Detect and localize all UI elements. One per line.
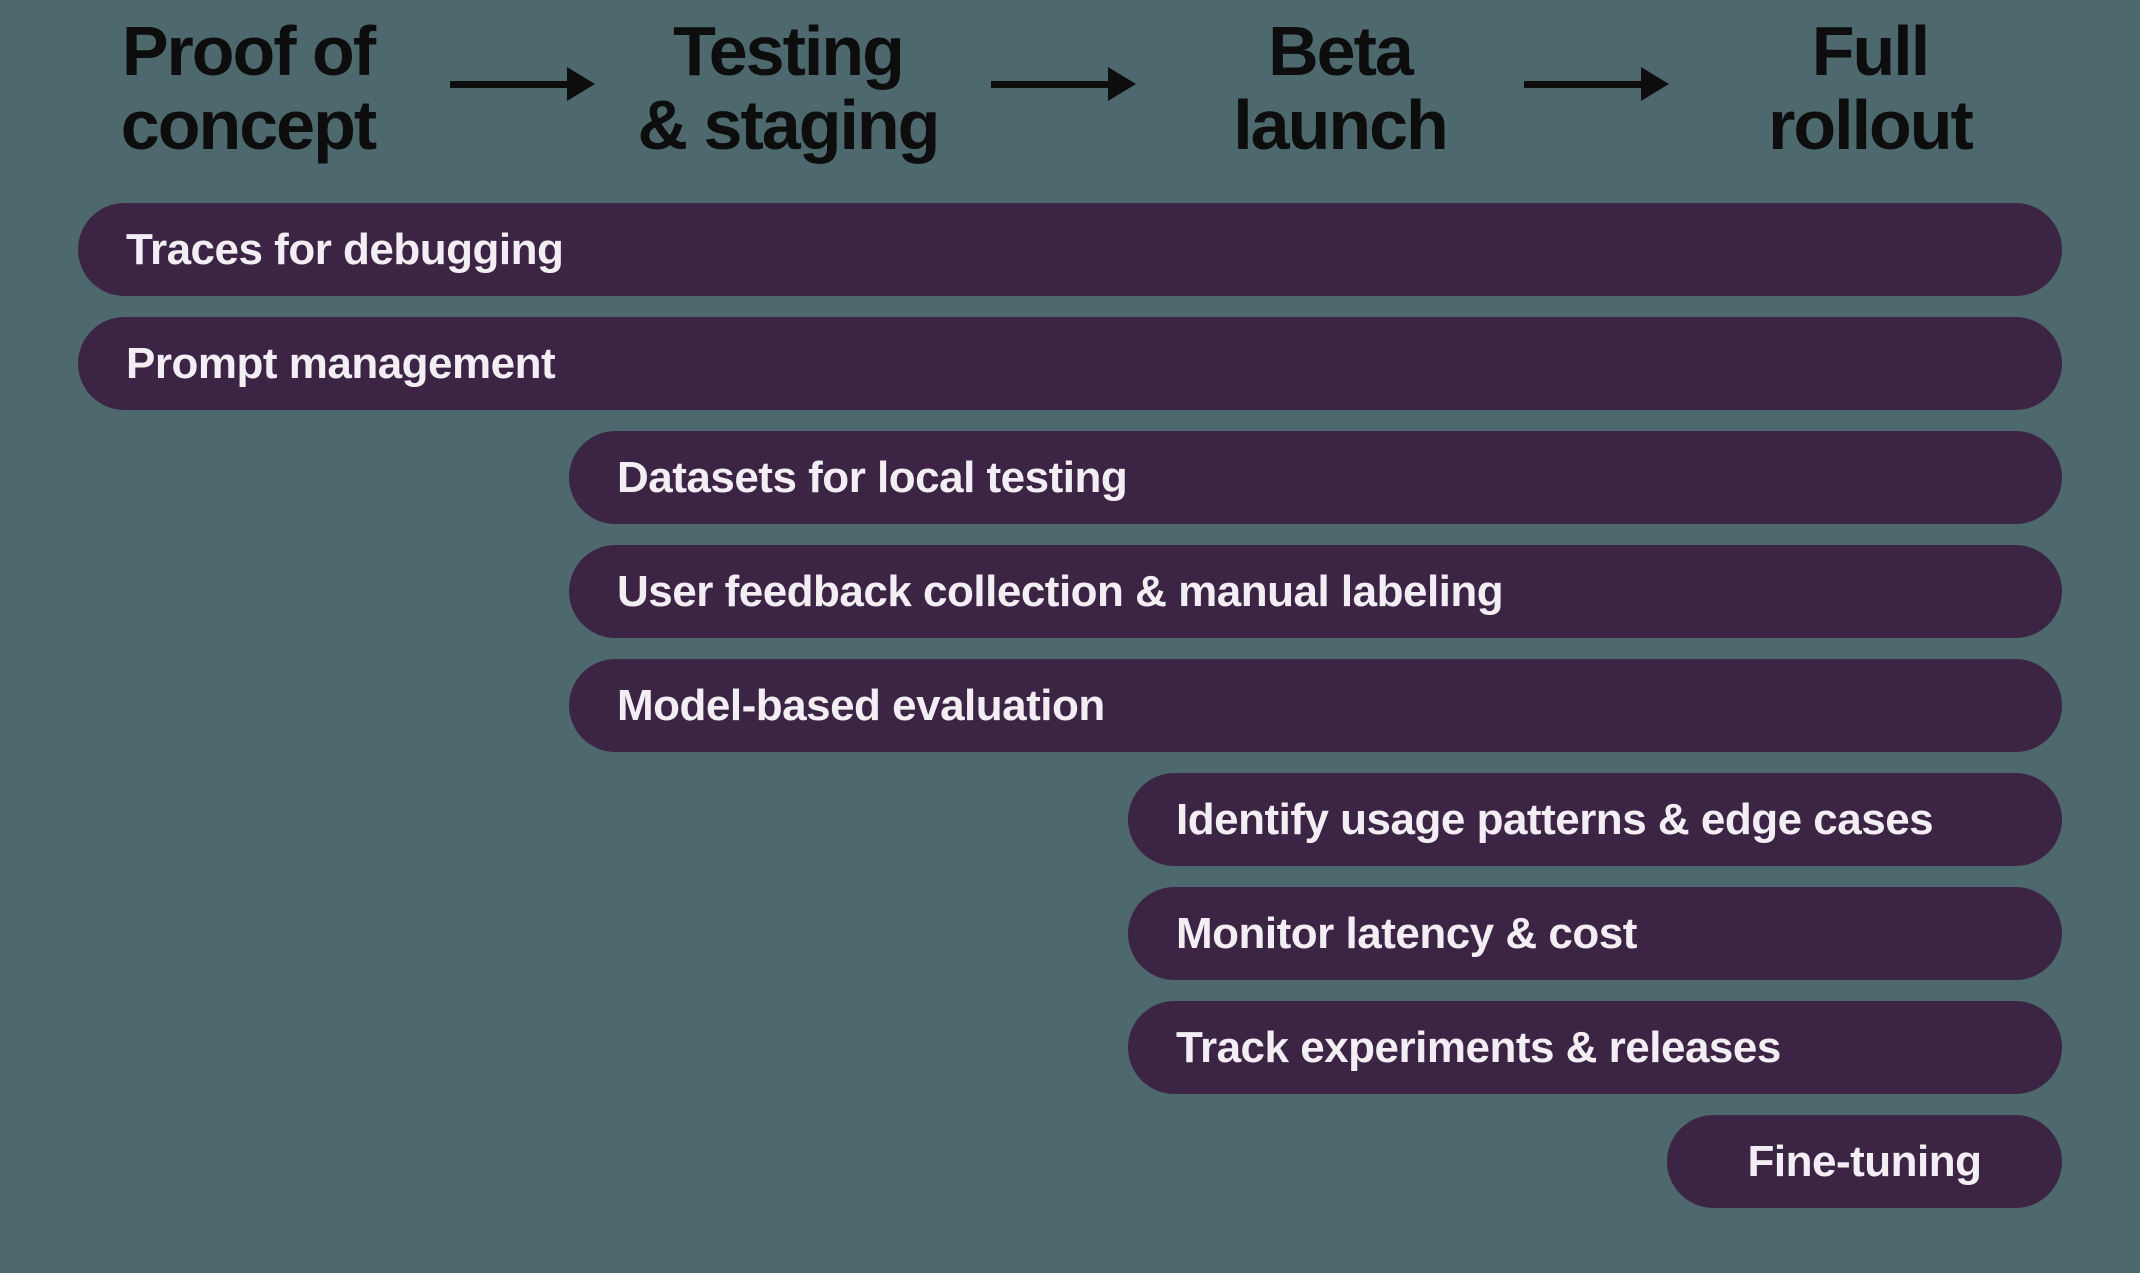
arrow-shaft (450, 80, 567, 88)
bar-traces-for-debugging: Traces for debugging (78, 203, 2062, 296)
arrow-head (1108, 67, 1136, 101)
stage-beta-launch: Beta launch (1233, 12, 1449, 164)
arrow-head (567, 67, 595, 101)
stage-label-line: rollout (1768, 86, 1974, 164)
stage-label-line: & staging (637, 86, 941, 164)
stage-label-line: Testing (673, 12, 905, 90)
flow-arrow-icon (991, 67, 1136, 101)
stage-label-line: Beta (1268, 12, 1414, 90)
stage-label-line: Full (1811, 12, 1930, 90)
stage-full-rollout: Full rollout (1768, 12, 1974, 164)
stage-proof-of-concept: Proof of concept (120, 12, 377, 164)
bar-monitor-latency-cost: Monitor latency & cost (1128, 887, 2062, 980)
bar-identify-usage-patterns: Identify usage patterns & edge cases (1128, 773, 2062, 866)
arrow-shaft (991, 80, 1108, 88)
bar-model-based-evaluation: Model-based evaluation (569, 659, 2062, 752)
arrow-shaft (1524, 80, 1641, 88)
stage-testing-staging: Testing & staging (637, 12, 941, 164)
stage-label-line: concept (120, 86, 377, 164)
stage-label-line: Proof of (121, 12, 376, 90)
bar-track-experiments-releases: Track experiments & releases (1128, 1001, 2062, 1094)
flow-arrow-icon (450, 67, 595, 101)
bar-fine-tuning: Fine-tuning (1667, 1115, 2062, 1208)
bar-datasets-for-local-testing: Datasets for local testing (569, 431, 2062, 524)
arrow-head (1641, 67, 1669, 101)
bar-prompt-management: Prompt management (78, 317, 2062, 410)
bar-user-feedback-collection: User feedback collection & manual labeli… (569, 545, 2062, 638)
stage-label-line: launch (1233, 86, 1449, 164)
flow-arrow-icon (1524, 67, 1669, 101)
